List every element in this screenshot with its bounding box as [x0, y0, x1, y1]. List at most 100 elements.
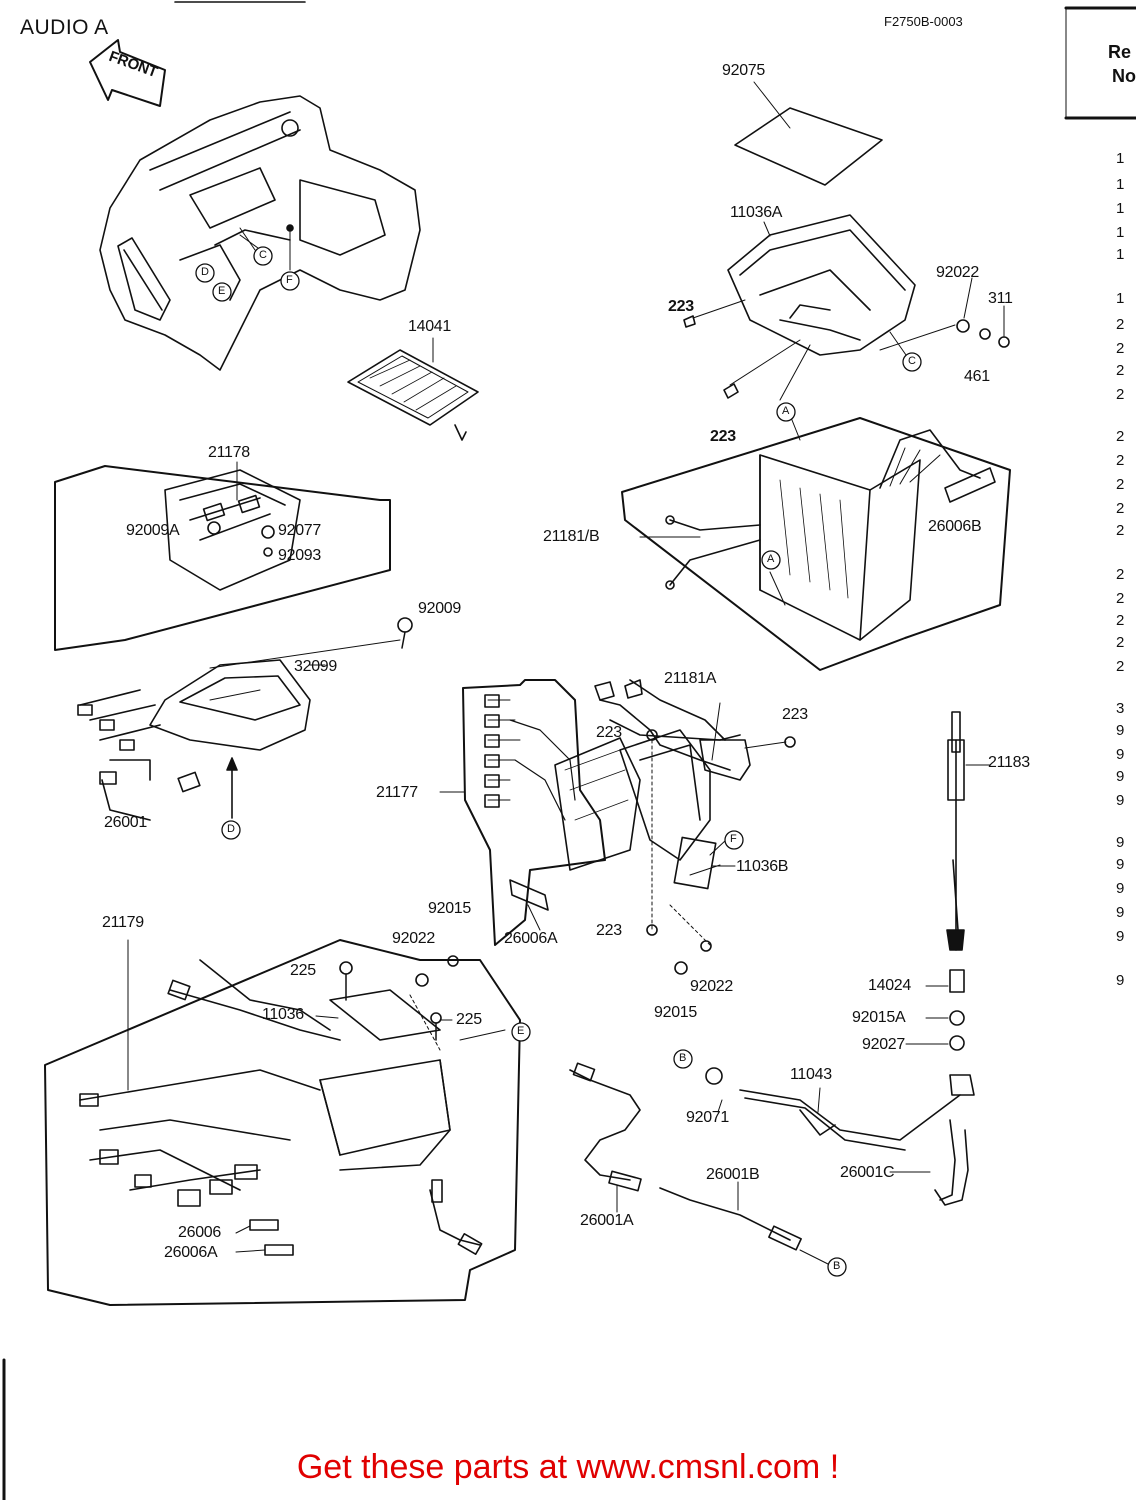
- part-label-223-d: 223: [782, 706, 808, 723]
- callout-d: D: [201, 266, 209, 278]
- ref-no-row: 9: [1116, 834, 1125, 851]
- callout-a-circle: [776, 402, 796, 422]
- callout-e: E: [218, 285, 226, 297]
- part-label-92093: 92093: [278, 547, 321, 564]
- callout-e-circle-2: [511, 1022, 531, 1042]
- part-21177-bracket: [439, 679, 641, 946]
- callout-f: F: [286, 274, 293, 286]
- part-label-223-e: 223: [596, 922, 622, 939]
- part-label-92022-top: 92022: [936, 264, 979, 281]
- part-label-26006A-low: 26006A: [164, 1244, 218, 1261]
- front-arrow-icon: [89, 39, 166, 107]
- part-label-92075: 92075: [722, 62, 765, 79]
- ref-no-row: 2: [1116, 500, 1125, 517]
- part-label-92022-mid: 92022: [392, 930, 435, 947]
- ref-no-row: 2: [1116, 362, 1125, 379]
- footer-link-text[interactable]: Get these parts at www.cmsnl.com !: [296, 1448, 840, 1486]
- part-21181A-harness: [594, 679, 796, 975]
- part-label-26006A-mid: 26006A: [504, 930, 558, 947]
- part-label-26006B: 26006B: [928, 518, 982, 535]
- part-21178-switch-group: [54, 461, 391, 651]
- ref-no-row: 2: [1116, 634, 1125, 651]
- callout-f-circle-2: [724, 830, 744, 850]
- ref-no-row: 9: [1116, 904, 1125, 921]
- callout-d-circle: [195, 263, 215, 283]
- ref-no-column-header: Re No: [1108, 40, 1136, 88]
- part-label-11043: 11043: [790, 1066, 832, 1083]
- ref-no-row: 2: [1116, 612, 1125, 629]
- callout-c-2: C: [908, 355, 916, 367]
- part-label-461: 461: [964, 368, 990, 385]
- ref-no-row: 1: [1116, 290, 1125, 307]
- callout-a-circle-2: [761, 550, 781, 570]
- ref-no-row: 9: [1116, 768, 1125, 785]
- ref-no-row: 1: [1116, 246, 1125, 263]
- part-label-92071: 92071: [686, 1109, 729, 1126]
- part-label-92022-low: 92022: [690, 978, 733, 995]
- callout-b: B: [679, 1052, 687, 1064]
- part-label-92015A: 92015A: [852, 1009, 906, 1026]
- drawing-id: F2750B-0003: [884, 14, 963, 29]
- ref-no-row: 2: [1116, 522, 1125, 539]
- part-label-223-c: 223: [596, 724, 622, 741]
- part-26001A-cable: [569, 1062, 642, 1213]
- part-21179-harness-group: [44, 939, 521, 1306]
- ref-no-row: 2: [1116, 452, 1125, 469]
- ref-no-row: 9: [1116, 722, 1125, 739]
- part-label-92027: 92027: [862, 1036, 905, 1053]
- part-label-21181A: 21181A: [664, 670, 717, 687]
- part-32099-cover: [77, 617, 413, 821]
- part-14041-grille: [347, 337, 479, 441]
- ref-header-line-2: No: [1112, 66, 1136, 86]
- ref-no-row: 2: [1116, 316, 1125, 333]
- part-label-92015-b: 92015: [654, 1004, 697, 1021]
- part-label-21179: 21179: [102, 914, 144, 931]
- part-26001B-cable: [659, 1181, 831, 1266]
- ref-no-row: 9: [1116, 972, 1125, 989]
- ref-no-row: 2: [1116, 476, 1125, 493]
- part-92075-pad: [734, 81, 883, 186]
- callout-c-circle-2: [902, 352, 922, 372]
- ref-no-row: 1: [1116, 224, 1125, 241]
- ref-no-row: 2: [1116, 566, 1125, 583]
- callout-e-2: E: [517, 1025, 525, 1037]
- part-label-26006: 26006: [178, 1224, 221, 1241]
- part-label-21183: 21183: [988, 754, 1030, 771]
- part-21181B-radio-group: [621, 417, 1011, 671]
- ref-no-row: 2: [1116, 590, 1125, 607]
- part-label-14024: 14024: [868, 977, 911, 994]
- part-label-26001B: 26001B: [706, 1166, 760, 1183]
- diagram-title: AUDIO A: [20, 16, 109, 39]
- part-label-11036: 11036: [262, 1006, 304, 1023]
- callout-c: C: [259, 249, 267, 261]
- callout-a: A: [782, 405, 790, 417]
- part-label-21181B: 21181/B: [543, 528, 600, 545]
- callout-b-circle-2: [827, 1257, 847, 1277]
- ref-no-row: 2: [1116, 428, 1125, 445]
- part-label-92009: 92009: [418, 600, 461, 617]
- part-label-92009A: 92009A: [126, 522, 180, 539]
- ref-no-row: 2: [1116, 340, 1125, 357]
- part-label-225-a: 225: [290, 962, 316, 979]
- part-label-26001C: 26001C: [840, 1164, 895, 1181]
- part-label-21177: 21177: [376, 784, 418, 801]
- callout-b-2: B: [833, 1260, 841, 1272]
- ref-no-row: 2: [1116, 658, 1125, 675]
- ref-header-line-1: Re: [1108, 42, 1132, 62]
- callout-e-circle: [212, 282, 232, 302]
- part-label-92015-a: 92015: [428, 900, 471, 917]
- part-label-32099: 32099: [294, 658, 337, 675]
- part-11036A-bracket: [683, 214, 1010, 401]
- part-label-225-b: 225: [456, 1011, 482, 1028]
- ref-no-row: 1: [1116, 176, 1125, 193]
- ref-no-row: 9: [1116, 746, 1125, 763]
- ref-no-row: 1: [1116, 200, 1125, 217]
- part-label-11036A: 11036A: [730, 204, 783, 221]
- callout-f-circle: [280, 271, 300, 291]
- part-label-14041: 14041: [408, 318, 451, 335]
- part-label-92077: 92077: [278, 522, 321, 539]
- ref-no-row: 9: [1116, 880, 1125, 897]
- callout-c-circle: [253, 246, 273, 266]
